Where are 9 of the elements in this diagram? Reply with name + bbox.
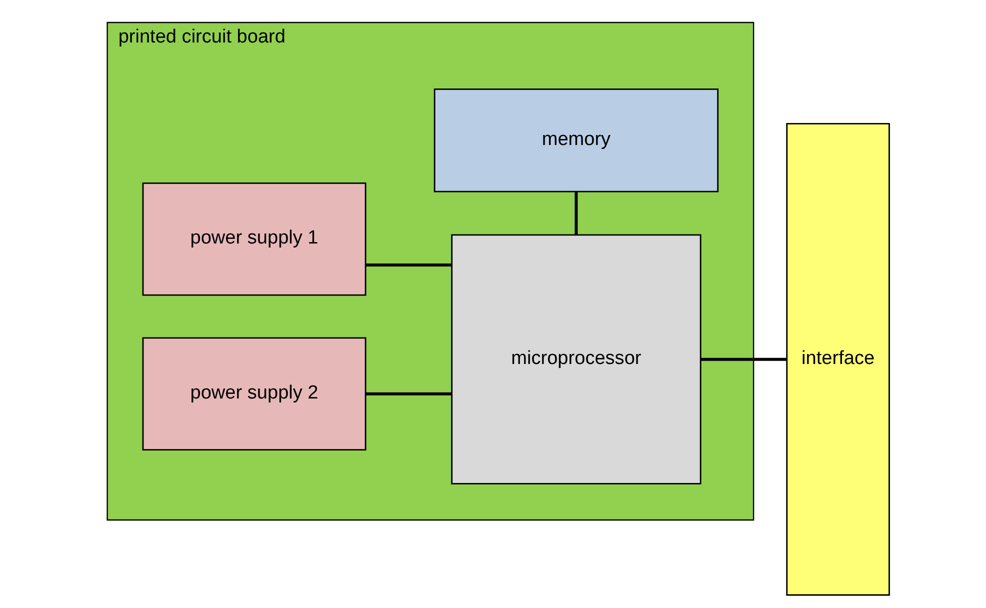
connector (700, 358, 786, 361)
node-box: memory (433, 88, 718, 192)
node-box: power supply 1 (142, 182, 366, 296)
node-box: microprocessor (450, 234, 701, 484)
node-box: interface (786, 122, 890, 596)
connector (365, 392, 451, 396)
node-box: power supply 2 (142, 337, 366, 451)
connector (365, 264, 451, 266)
connector (574, 192, 578, 235)
